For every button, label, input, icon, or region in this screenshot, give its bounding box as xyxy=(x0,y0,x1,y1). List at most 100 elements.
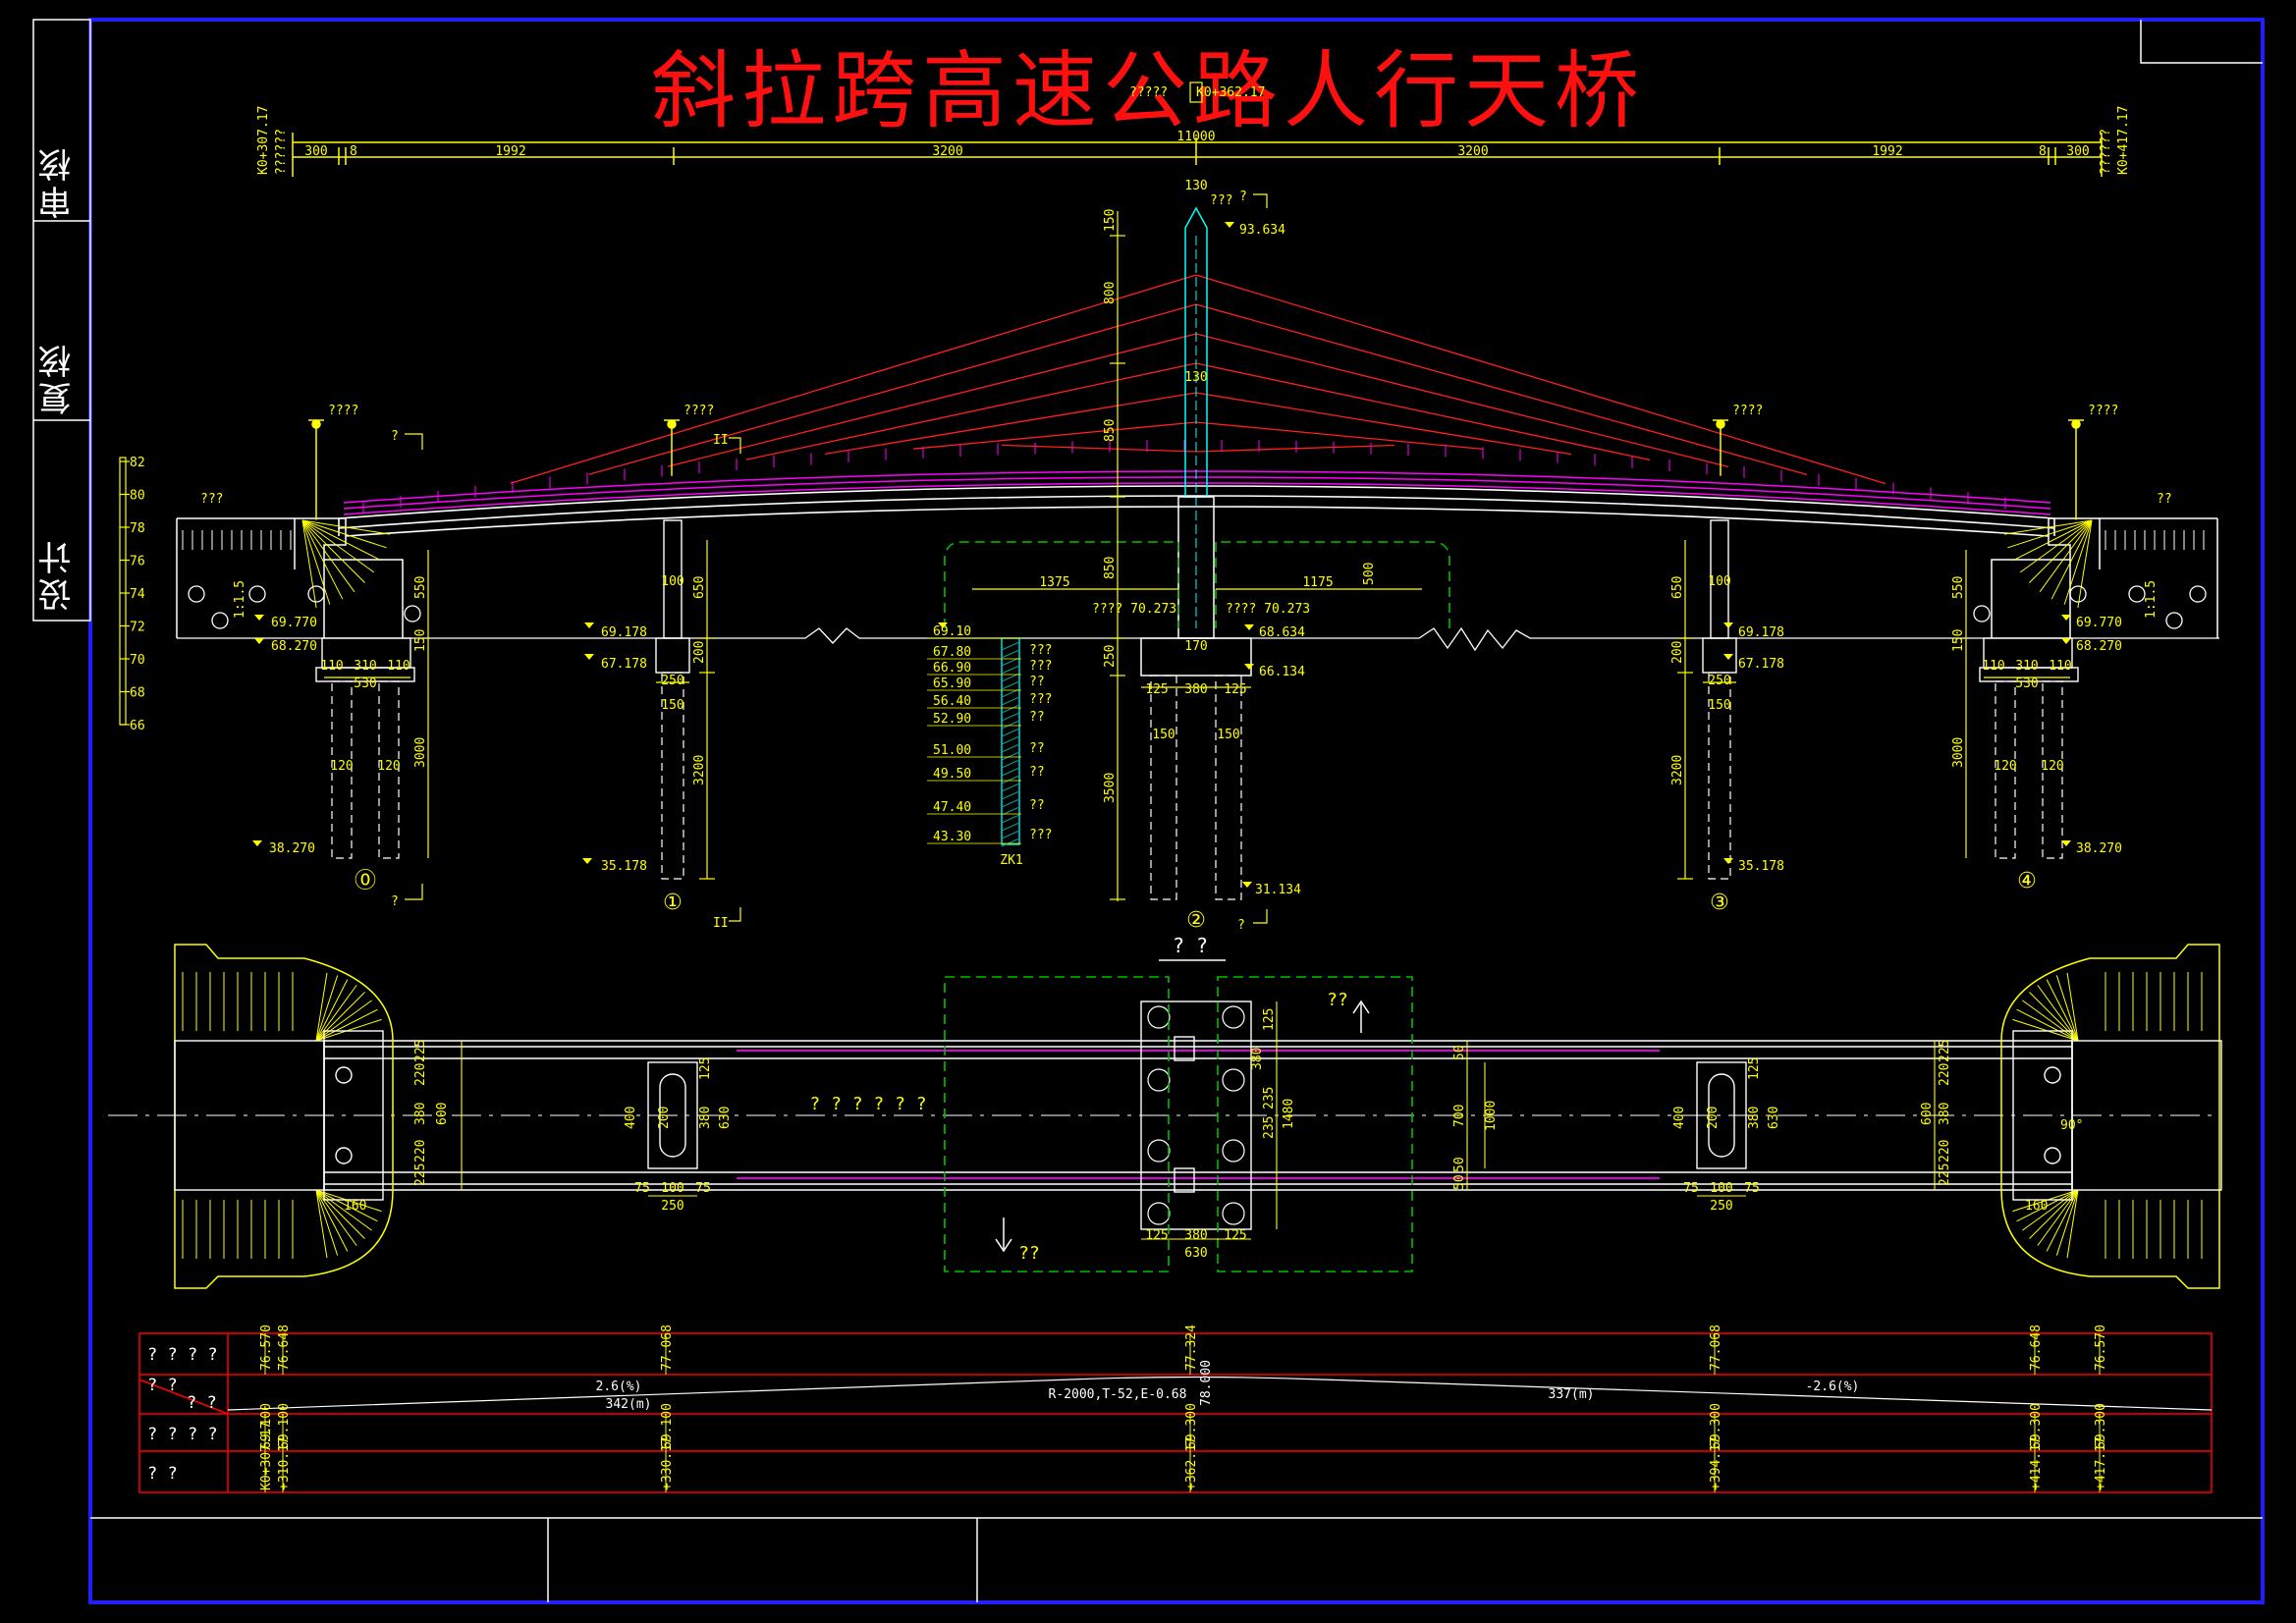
tower-pile-circle-1 xyxy=(1222,1005,1245,1029)
tower-pile-circle-4 xyxy=(1147,1139,1171,1163)
cable-left-5 xyxy=(912,421,1197,450)
plan-fan xyxy=(315,1189,372,1231)
section-ii-bottom: II xyxy=(713,916,729,931)
dim-seg-2: 1992 xyxy=(495,144,525,159)
borehole-note-8: ??? xyxy=(1029,828,1052,842)
p3-col-w: 100 xyxy=(1708,574,1730,589)
pier-3 xyxy=(1702,519,1737,674)
lamp-label-1: ???? xyxy=(683,404,714,418)
pier-1 xyxy=(655,519,690,674)
fan-line xyxy=(2039,519,2093,593)
borehole-layer-8: 43.30 xyxy=(933,830,971,844)
cable-right-1 xyxy=(1195,303,1808,476)
borehole-hatch-line xyxy=(1001,728,1020,737)
p1-col-h: 650 xyxy=(692,576,707,599)
plan-left-dim-4: 220 xyxy=(413,1140,428,1163)
plan-right-dim-1: 220 xyxy=(1938,1063,1952,1086)
lamp-head-0 xyxy=(311,419,321,429)
section-q-left-bottom: ? xyxy=(391,894,399,909)
profile-station-5: +414.17 xyxy=(2029,1436,2044,1490)
profile-ground-elev-1: 69.100 xyxy=(277,1403,292,1449)
plan-arrow-up-note: ?? xyxy=(1327,990,1348,1010)
profile-ground-elev-5: 69.300 xyxy=(2029,1403,2044,1449)
clearance-boxes xyxy=(944,541,1450,628)
pier-mark-4: ④ xyxy=(2017,869,2037,893)
plan-tower-dim-4: 125 xyxy=(1262,1008,1277,1031)
cable-left-1 xyxy=(588,303,1197,475)
elev-marker-11 xyxy=(254,638,264,644)
station-left-q: ?????? xyxy=(274,129,289,175)
fan-line xyxy=(2012,519,2093,562)
section-cut-marks xyxy=(405,193,1268,924)
fan-line xyxy=(301,519,387,549)
left-embankment-hatch xyxy=(182,530,292,550)
p0-elev-top: 69.770 xyxy=(271,616,317,630)
plan-fan xyxy=(2022,1189,2079,1231)
tower-base-width: 170 xyxy=(1184,639,1207,654)
clearance-depth: 500 xyxy=(1362,563,1377,585)
fan-line xyxy=(2004,519,2093,535)
profile-station-4: +394.17 xyxy=(1709,1436,1723,1490)
plan-tower-dim-8: 380 xyxy=(1250,1048,1265,1070)
pier-mark-0: ⓪ xyxy=(355,869,376,893)
borehole-note-2: ?? xyxy=(1029,675,1045,689)
p4-wall: 550 xyxy=(1951,576,1966,599)
plan-tower-dim-10: 700 xyxy=(1452,1105,1467,1127)
elev-marker-9 xyxy=(1723,858,1733,864)
cable-right-4 xyxy=(1195,392,1572,456)
profile-ground-elev-6: 69.300 xyxy=(2094,1403,2108,1449)
p3-pile-len: 3200 xyxy=(1670,755,1685,785)
fan-line xyxy=(2050,519,2093,600)
plan-fan xyxy=(315,975,339,1042)
abutment-right xyxy=(1991,517,2218,638)
sign-column xyxy=(32,19,91,622)
plan-fan xyxy=(2066,1189,2079,1259)
lamp-label-0: ???? xyxy=(328,404,358,418)
pier-0-foundation xyxy=(315,637,415,682)
p4-pile-len: 3000 xyxy=(1951,737,1966,768)
fan-line xyxy=(2029,519,2093,583)
profile-row-label-1: ? ? xyxy=(147,1376,178,1395)
profile-ground-elev-0: 69.100 xyxy=(259,1403,274,1449)
borehole-hatch-line xyxy=(1001,775,1020,784)
borehole-note-6: ?? xyxy=(1029,765,1045,780)
section-q-left: ? xyxy=(391,429,399,444)
left-anchor-bolts xyxy=(188,585,421,629)
profile-grade-right-len: 337(m) xyxy=(1549,1387,1595,1402)
tower-pile-circle-3 xyxy=(1222,1068,1245,1092)
p4-elev-top: 69.770 xyxy=(2076,616,2122,630)
dim-seg-4: 3200 xyxy=(1457,144,1488,159)
borehole-hatch-line xyxy=(1001,649,1020,659)
elev-marker-10 xyxy=(254,615,264,621)
fan-line xyxy=(2077,519,2093,608)
plan-tower-dim-7: 1480 xyxy=(1282,1099,1296,1129)
plan-fan xyxy=(2055,1189,2079,1256)
ground-line xyxy=(177,626,2219,652)
plan-fan xyxy=(315,1018,382,1042)
dim-seg-6: 8 xyxy=(2039,144,2047,159)
borehole-hatch-line xyxy=(1001,751,1020,761)
tower-cap-bottom-elev: 66.134 xyxy=(1259,665,1305,679)
p1-pile: 150 xyxy=(661,698,683,713)
profile-row-label-3: ? ? ? ? xyxy=(147,1425,218,1444)
stay-cables xyxy=(510,274,1886,485)
tower-h-0: 150 xyxy=(1103,209,1118,232)
plan-left-dim-2: 380 xyxy=(413,1103,428,1125)
borehole-hatch-line xyxy=(1001,767,1020,777)
plan-fan xyxy=(2029,992,2079,1042)
profile-row-label-4: ? ? xyxy=(147,1464,178,1484)
plan-tower-dim-12: 50 xyxy=(1452,1157,1467,1172)
borehole-layer-3: 56.40 xyxy=(933,694,971,709)
p1-cap-w: 250 xyxy=(661,674,683,688)
elev-marker-13 xyxy=(2061,615,2071,621)
tower-pile-1: 150 xyxy=(1217,728,1239,742)
cable-left-6 xyxy=(1001,444,1197,453)
station-right: K0+417.17 xyxy=(2116,106,2131,175)
left-note: ??? xyxy=(200,492,223,507)
profile-curve: R-2000,T-52,E-0.68 xyxy=(1049,1387,1187,1402)
tower-cap-elev: 68.634 xyxy=(1259,625,1305,640)
plan-tower-dim-13: 50 xyxy=(1452,1174,1467,1190)
p3-elev-top: 69.178 xyxy=(1738,625,1784,640)
